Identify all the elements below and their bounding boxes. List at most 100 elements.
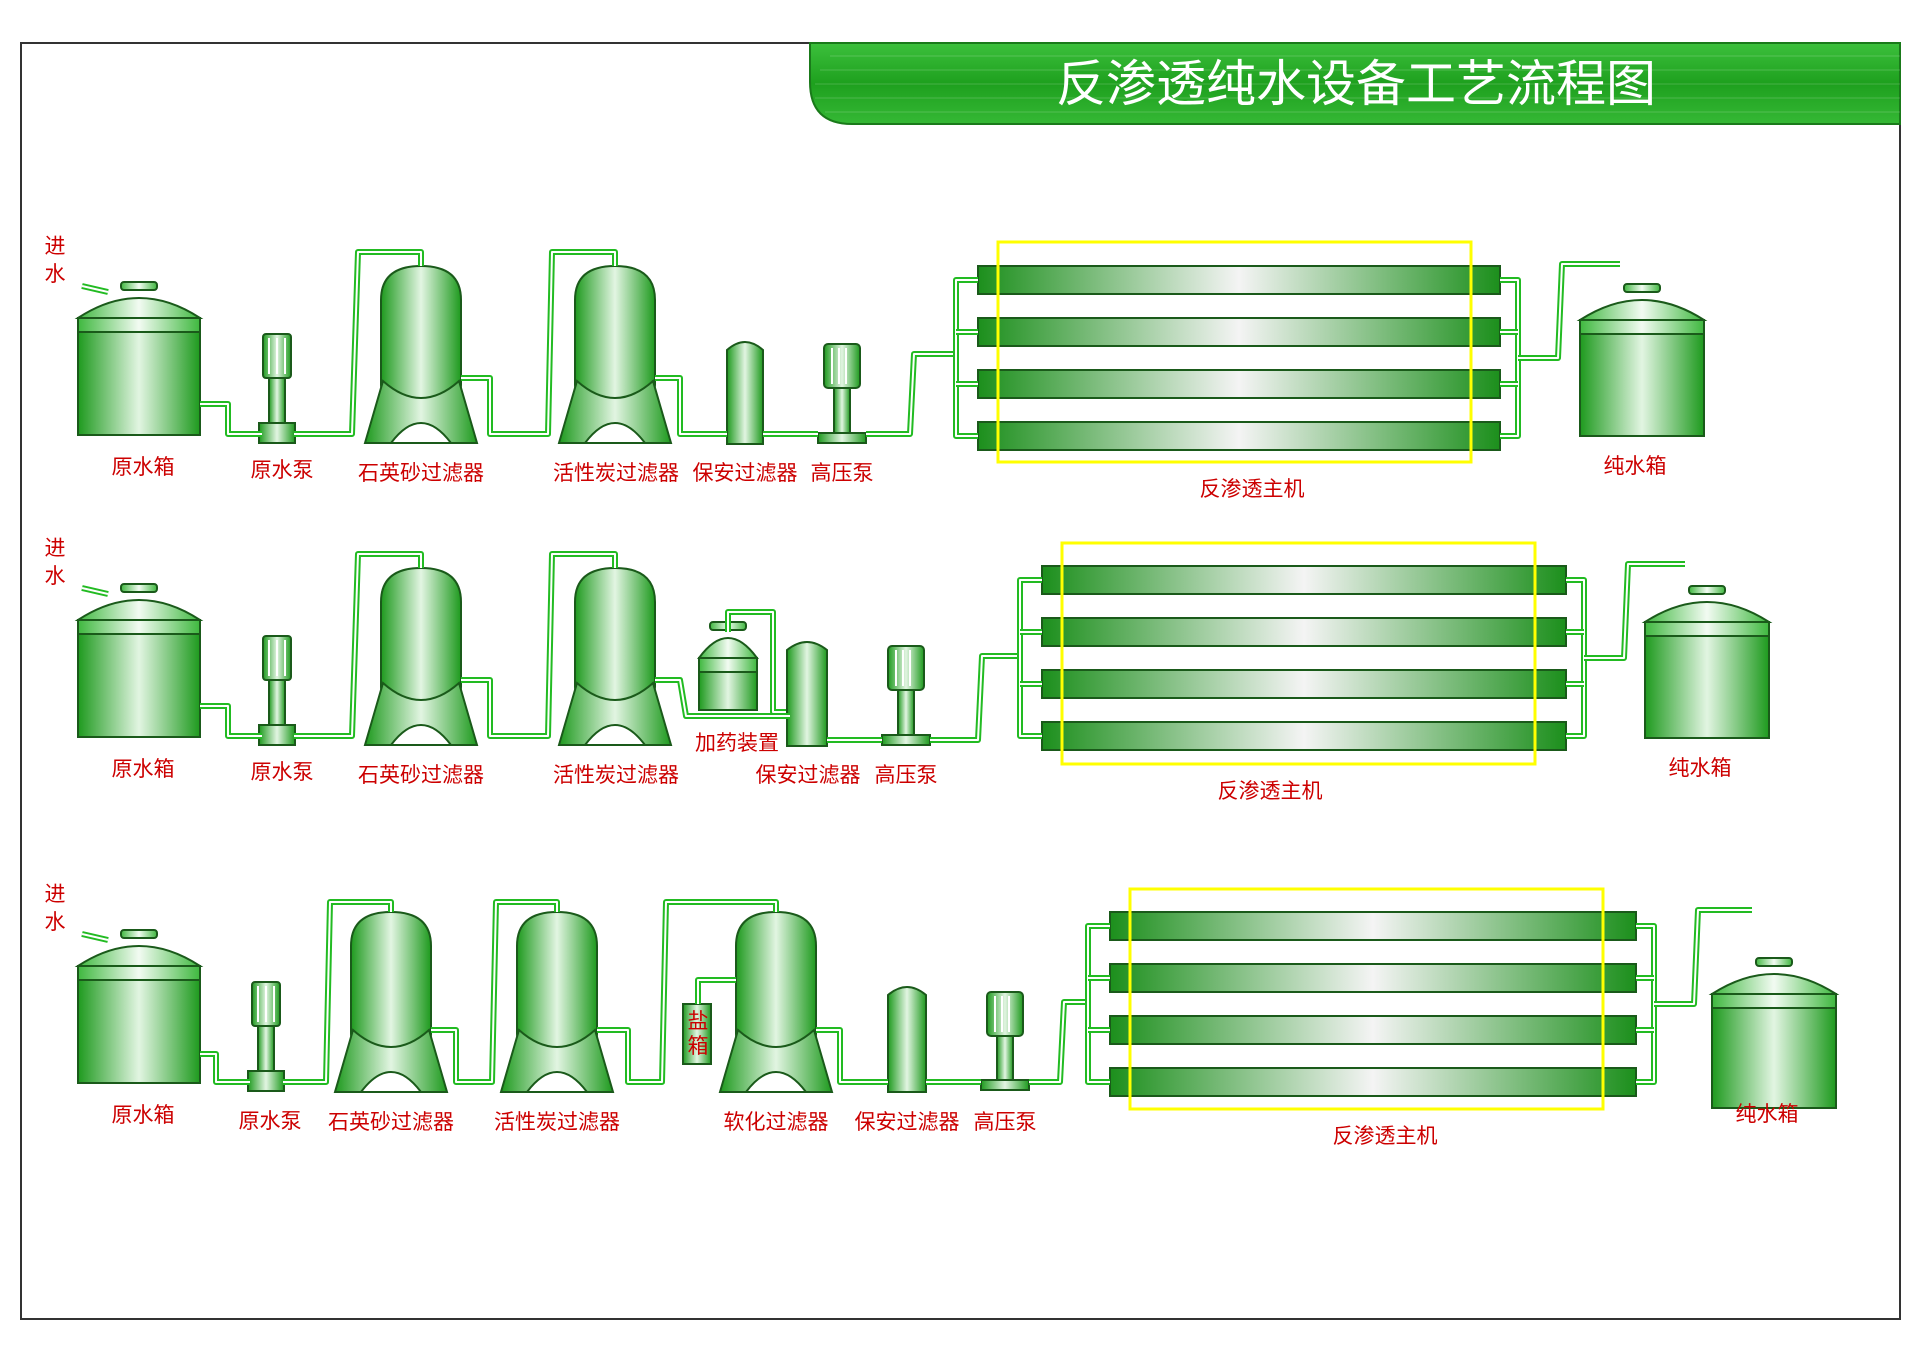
pipe-highlight [81, 587, 109, 595]
security-filter [726, 341, 764, 445]
pipe-highlight [955, 279, 978, 437]
ro-membrane-tube [977, 369, 1501, 399]
vessel-stand [557, 681, 673, 746]
tank-roof [697, 637, 759, 659]
high-pressure-pump-label: 高压泵 [974, 1110, 1037, 1134]
pipe-highlight [81, 933, 109, 941]
ro-frame [1128, 887, 1605, 1111]
inlet-label: 进 [45, 536, 66, 560]
high-pressure-pump [817, 343, 867, 444]
pump-base [258, 422, 296, 444]
vessel-body [380, 566, 462, 707]
pipe-highlight [1654, 909, 1752, 1005]
raw-water-pump-label: 原水泵 [251, 458, 314, 482]
pipe [1636, 923, 1657, 1085]
pipe-highlight [200, 403, 262, 435]
activated-carbon-filter-label: 活性炭过滤器 [553, 461, 679, 485]
security-filter-label: 保安过滤器 [693, 461, 798, 485]
tank-body [1579, 333, 1705, 437]
tank-band [77, 619, 201, 635]
security-filter [786, 641, 828, 747]
activated-carbon-filter-label: 活性炭过滤器 [553, 763, 679, 787]
pipe-highlight [294, 251, 422, 435]
pipe-highlight [1029, 1001, 1090, 1083]
high-pressure-pump-label: 高压泵 [875, 763, 938, 787]
reverse-osmosis-unit [977, 240, 1501, 464]
pure-water-tank-label: 纯水箱 [1604, 454, 1667, 478]
salt-tank-body [682, 1003, 712, 1065]
ro-membrane-tube [1041, 617, 1567, 647]
tank-band [1711, 993, 1837, 1009]
tank-hatch [1623, 283, 1661, 293]
pipe-highlight [200, 705, 262, 737]
pure-water-tank [1641, 585, 1773, 739]
pipe-highlight [655, 679, 790, 717]
raw-water-pump [258, 333, 296, 444]
pump-base [881, 734, 931, 746]
pump-base [247, 1070, 285, 1092]
page-border [20, 42, 1901, 1320]
high-pressure-pump [881, 645, 931, 746]
security-filter-label: 保安过滤器 [756, 763, 861, 787]
pipe [1085, 923, 1110, 1085]
softening-filter-label: 软化过滤器 [724, 1110, 829, 1134]
quartz-sand-filter-label: 石英砂过滤器 [358, 461, 484, 485]
pipe-highlight [81, 285, 109, 293]
tank-body [1644, 635, 1770, 739]
dosing-unit-label: 加药装置 [695, 731, 779, 755]
reverse-osmosis-unit [1041, 541, 1567, 766]
pipe [930, 653, 1020, 743]
tank-band [1644, 621, 1770, 637]
reverse-osmosis-unit [1109, 887, 1637, 1111]
tank-roof [1576, 299, 1708, 321]
pipe-highlight [930, 655, 1020, 741]
pump-motor [986, 991, 1024, 1037]
salt-tank [682, 1003, 712, 1065]
cartridge-body [786, 641, 828, 747]
softening-filter [718, 910, 834, 1093]
pump-shaft [996, 1035, 1014, 1081]
pipe-highlight [816, 1029, 888, 1083]
tank-hatch [1755, 957, 1793, 967]
activated-carbon-filter [499, 910, 615, 1093]
tank-roof [74, 297, 204, 319]
tank-roof [74, 945, 204, 967]
salt-tank-label: 箱 [688, 1034, 709, 1058]
ro-frame [1060, 541, 1537, 766]
ro-membrane-tube [977, 421, 1501, 451]
pipe [1500, 277, 1521, 439]
raw-water-pump-label: 原水泵 [239, 1109, 302, 1133]
pump-shaft [897, 689, 915, 736]
ro-unit-label: 反渗透主机 [1333, 1124, 1438, 1148]
vessel-stand [363, 379, 479, 444]
cartridge-body [887, 986, 927, 1093]
pipe-highlight [1087, 925, 1110, 1083]
pipe [1566, 577, 1587, 739]
ro-membrane-tube [1041, 669, 1567, 699]
page-title: 反渗透纯水设备工艺流程图 [1056, 55, 1656, 113]
quartz-sand-filter-label: 石英砂过滤器 [328, 1110, 454, 1134]
pump-motor [887, 645, 925, 691]
process-row-2: 进水原水箱原水泵石英砂过滤器活性炭过滤器加药装置保安过滤器高压泵反渗透主机纯水箱 [45, 536, 1773, 803]
tank-hatch [120, 583, 158, 593]
inlet-label: 水 [45, 262, 66, 286]
activated-carbon-filter [557, 264, 673, 444]
pump-base [817, 432, 867, 444]
cartridge-body [726, 341, 764, 445]
pure-water-tank-label: 纯水箱 [1736, 1102, 1799, 1126]
pipe [695, 977, 736, 1004]
vessel-stand [557, 379, 673, 444]
pure-water-tank [1576, 283, 1708, 437]
vessel-body [380, 264, 462, 405]
vessel-stand [718, 1028, 834, 1093]
pump-shaft [268, 679, 286, 726]
pipe-highlight [461, 553, 616, 737]
ro-unit-label: 反渗透主机 [1200, 477, 1305, 501]
ro-membrane-tube [1109, 911, 1637, 941]
pipe-highlight [431, 901, 558, 1083]
pure-water-tank-label: 纯水箱 [1669, 756, 1732, 780]
pump-shaft [833, 387, 851, 434]
dosing-unit [697, 621, 759, 711]
pipe-highlight [655, 377, 727, 435]
